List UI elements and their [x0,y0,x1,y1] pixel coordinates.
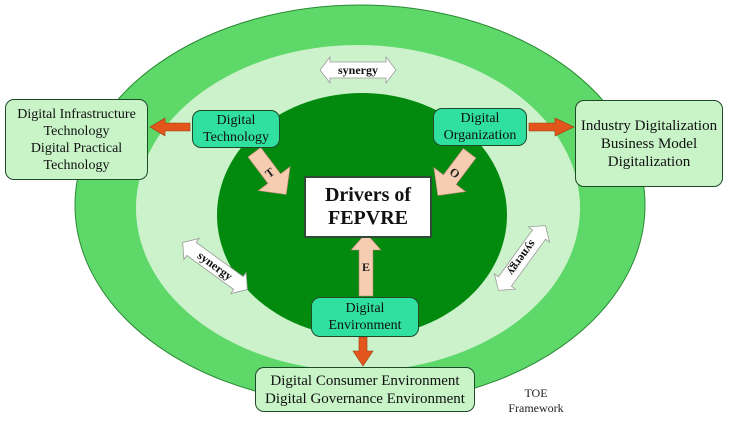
framework-caption-line1: TOE [524,386,548,400]
technology-output-arrow [149,117,191,137]
digital-organization-line1: Digital [460,111,500,126]
center-title-line1: Drivers of [324,184,412,206]
digital-environment-line2: Environment [328,318,402,333]
digital-technology-line2: Technology [203,130,269,145]
t-input-arrow [247,147,291,195]
framework-caption: TOE Framework [496,386,576,416]
environment-outcome-box: Digital Consumer Environment Digital Gov… [255,367,475,412]
synergy-arrow-right-shape [493,225,551,291]
digital-environment-line1: Digital [345,301,385,316]
technology-outcome-line1: Digital Infrastructure [17,106,136,122]
framework-caption-line2: Framework [508,401,564,415]
organization-output-arrow [528,117,575,137]
environment-outcome-line2: Digital Governance Environment [265,390,465,407]
digital-technology-box: Digital Technology [192,110,280,148]
technology-outcome-box: Digital Infrastructure Technology Digita… [5,99,148,180]
synergy-arrow-left-shape [182,237,248,295]
organization-outcome-box: Industry Digitalization Business Model D… [575,100,723,187]
center-title-line2: FEPVRE [328,207,408,229]
e-input-arrow [350,232,382,297]
synergy-label-top: synergy [338,63,378,77]
digital-environment-box: Digital Environment [311,297,419,337]
organization-outcome-line2: Business Model [600,135,698,152]
environment-output-arrow [352,336,374,367]
technology-outcome-line4: Technology [43,157,110,173]
center-title: Drivers of FEPVRE [304,176,432,238]
technology-outcome-line2: Technology [43,123,110,139]
digital-technology-line1: Digital [216,113,256,128]
organization-outcome-line3: Digitalization [607,153,691,170]
o-input-arrow [433,148,477,196]
e-arrow-letter: E [362,260,370,274]
digital-organization-line2: Organization [443,128,517,143]
synergy-arrow-top: synergy [319,55,397,85]
organization-outcome-line1: Industry Digitalization [580,117,718,134]
synergy-arrow-top-shape [319,55,397,85]
environment-outcome-line1: Digital Consumer Environment [270,372,460,389]
digital-organization-box: Digital Organization [433,108,527,146]
technology-outcome-line3: Digital Practical [30,140,123,156]
